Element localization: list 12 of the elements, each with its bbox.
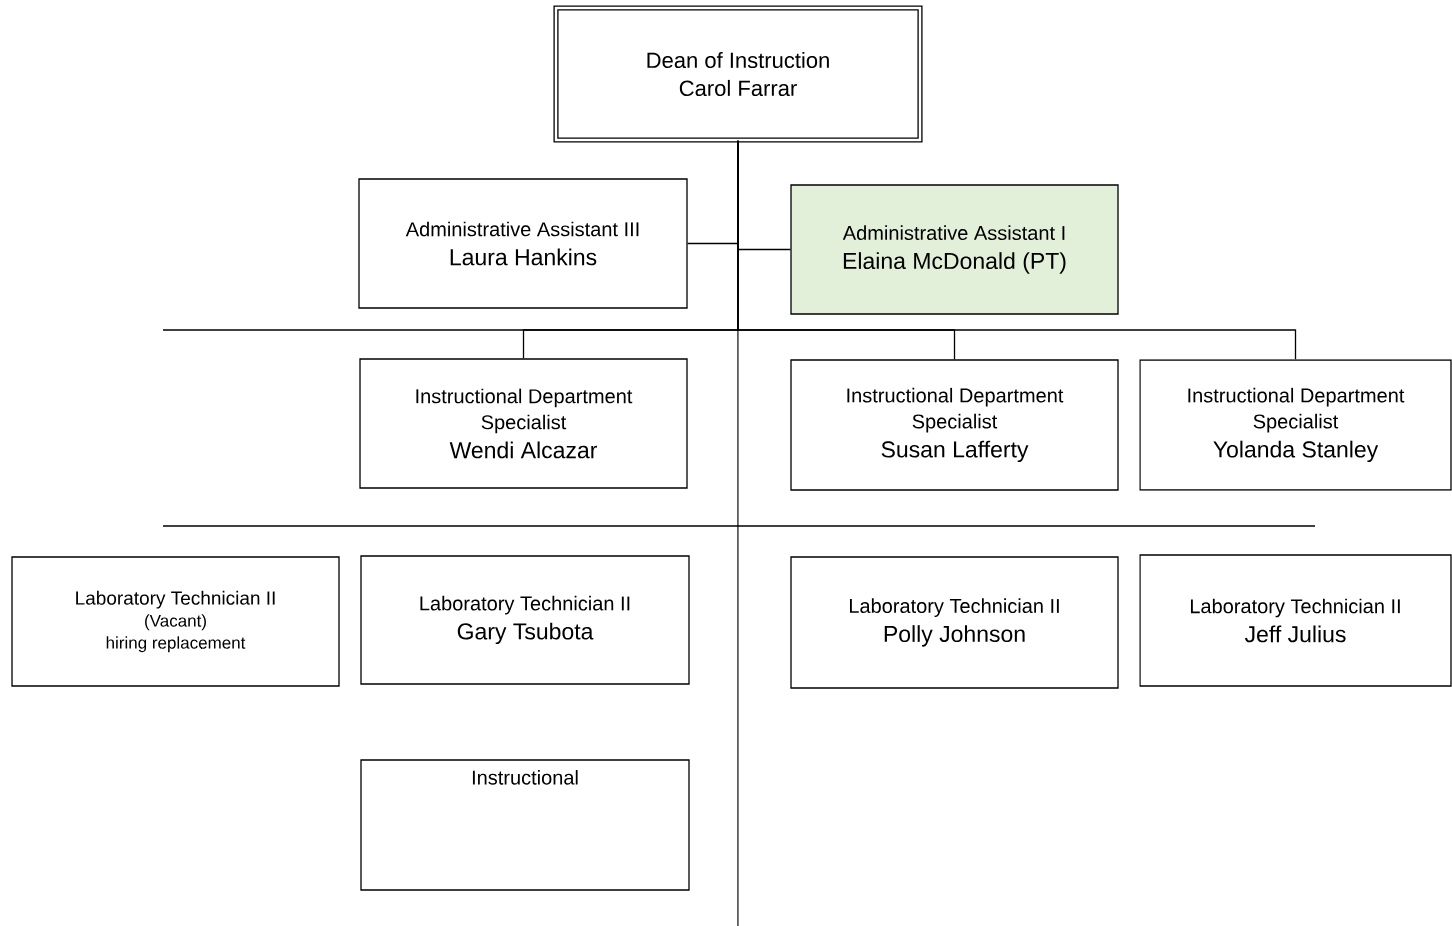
position-box: Instructional Department Specialist Susan Lafferty [790,359,1119,491]
position-box: Laboratory Technician II Polly Johnson [790,556,1119,689]
position-box: Dean of Instruction Carol Farrar [553,5,923,143]
position-box: Administrative Assistant I Elaina McDonald (PT) [790,184,1119,315]
position-box: Instructional Department Specialist Yolanda Stanley [1139,359,1452,491]
position-box: Laboratory Technician II Gary Tsubota [360,555,690,685]
position-box: Instructional Department Specialist Wendi Alcazar [359,358,688,489]
position-box: Instructional [360,759,690,891]
position-box: Administrative Assistant III Laura Hankins [358,178,688,309]
position-box: Laboratory Technician II Jeff Julius [1139,554,1452,687]
position-box: Laboratory Technician II (Vacant) hiring replacement [11,556,340,687]
connector-line [737,140,1297,360]
